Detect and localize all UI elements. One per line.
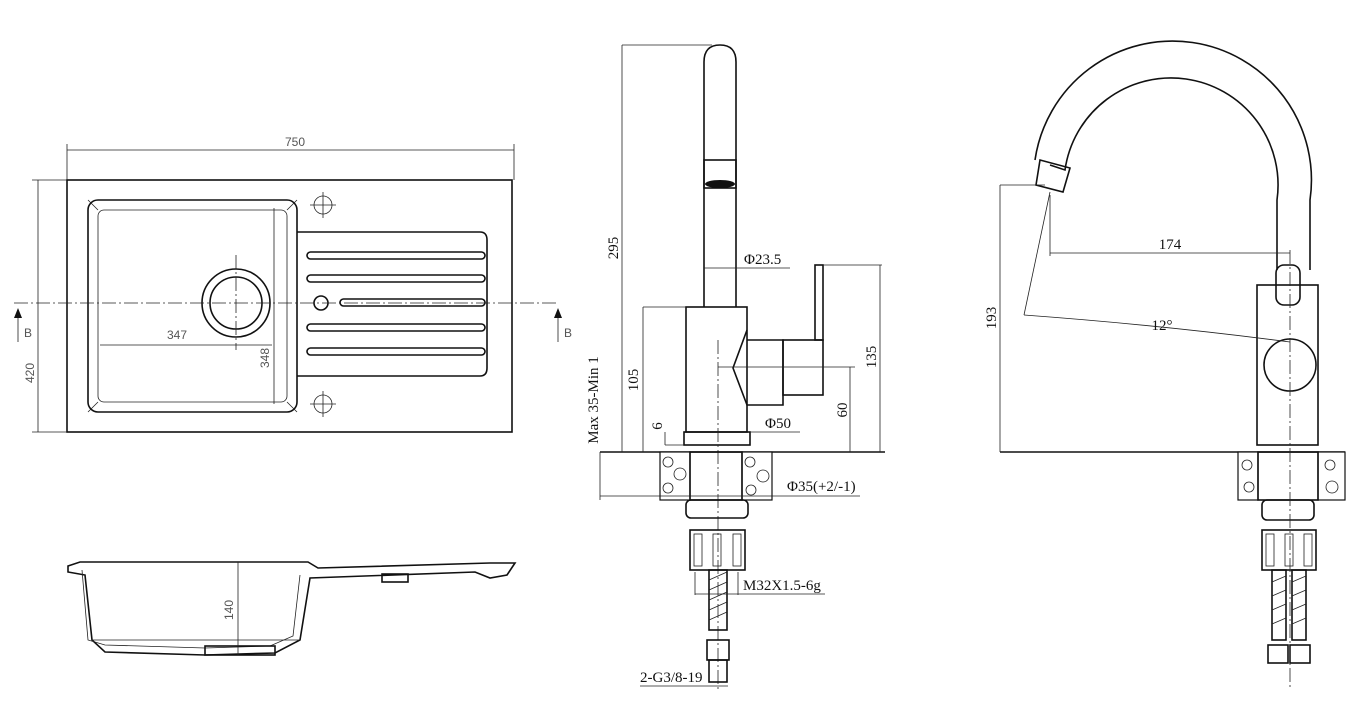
section-label-right: B: [564, 326, 572, 340]
thread-dimension: M32X1.5-6g: [743, 578, 821, 594]
handle-axis-dimension: 60: [835, 403, 851, 418]
spout-height-dimension: 193: [984, 307, 1000, 330]
sink-top-view: 750 420 347 348 B B: [14, 135, 572, 433]
handle: [782, 339, 824, 396]
base-ring: [683, 431, 751, 446]
hole-diameter-dimension: Φ35(+2/-1): [787, 479, 856, 495]
drainboard: [297, 231, 488, 377]
section-label-left: B: [24, 326, 32, 340]
gooseneck-outer: [1034, 40, 1313, 270]
sink-section-view: 140: [67, 561, 517, 656]
spout-end: [1035, 158, 1071, 193]
height-dimension: 295: [606, 237, 622, 260]
reach-dimension: 174: [1159, 237, 1182, 253]
faucet-front-view: 295 105 Max 35-Min 1 Φ23.5 135 60 6 Φ50 …: [586, 44, 885, 690]
faucet-body-side: [1256, 284, 1319, 446]
body-height-dimension: 105: [626, 369, 642, 392]
bowl-height-dimension: 140: [222, 600, 236, 620]
section-arrow-left: [14, 308, 22, 342]
hose-dimension: 2-G3/8-19: [640, 670, 703, 686]
deck-thickness-dimension: Max 35-Min 1: [586, 356, 602, 444]
section-arrow-right: [554, 308, 562, 342]
gooseneck-inner: [1049, 77, 1279, 270]
spout: [703, 44, 737, 307]
bowl-depth-dimension: 348: [258, 348, 272, 368]
faucet-side-view: 193 174 12°: [984, 40, 1346, 690]
angle-dimension: 12°: [1152, 318, 1173, 334]
mounting-nut: [689, 529, 746, 571]
faucet-body: [685, 306, 748, 433]
tap-hole-marker-bottom: [310, 391, 336, 417]
sink-bowl: [87, 199, 298, 413]
base-diameter-dimension: Φ50: [765, 416, 791, 432]
bowl-width-dimension: 347: [167, 328, 187, 342]
depth-dimension: 420: [23, 363, 37, 383]
handle-height-dimension: 135: [864, 346, 880, 369]
width-dimension: 750: [285, 135, 305, 149]
spout-diameter-dimension: Φ23.5: [744, 252, 781, 268]
lever: [814, 264, 824, 341]
base-gap-dimension: 6: [650, 422, 666, 430]
sink-outline: [66, 179, 513, 433]
tap-hole-marker-top: [310, 192, 336, 218]
drainboard-grooves: [306, 251, 486, 356]
